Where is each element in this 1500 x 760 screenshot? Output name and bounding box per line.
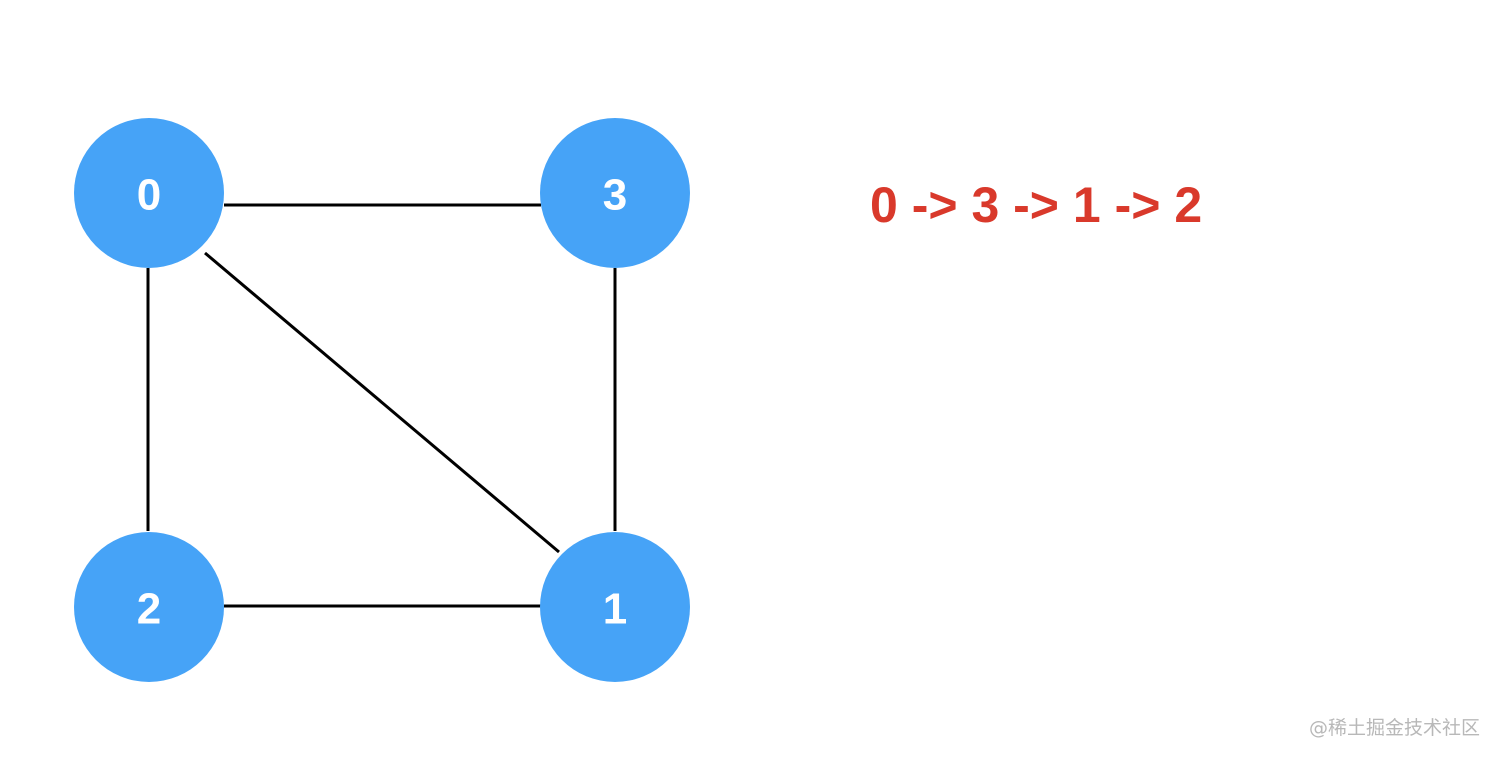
nodes-layer: 0 3 2 1: [74, 118, 690, 682]
graph-node-3: 3: [540, 118, 690, 268]
node-circle: [540, 532, 690, 682]
node-circle: [74, 118, 224, 268]
node-circle: [74, 532, 224, 682]
traversal-order-text: 0 -> 3 -> 1 -> 2: [870, 177, 1203, 233]
graph-node-0: 0: [74, 118, 224, 268]
graph-node-1: 1: [540, 532, 690, 682]
watermark-text: @稀土掘金技术社区: [1308, 717, 1480, 739]
graph-node-2: 2: [74, 532, 224, 682]
node-label: 2: [137, 585, 161, 634]
edge-0-1: [204, 251, 560, 554]
node-circle: [540, 118, 690, 268]
node-label: 1: [603, 585, 627, 634]
node-label: 0: [137, 171, 161, 220]
edges-layer: [146, 203, 617, 608]
node-label: 3: [603, 171, 627, 220]
